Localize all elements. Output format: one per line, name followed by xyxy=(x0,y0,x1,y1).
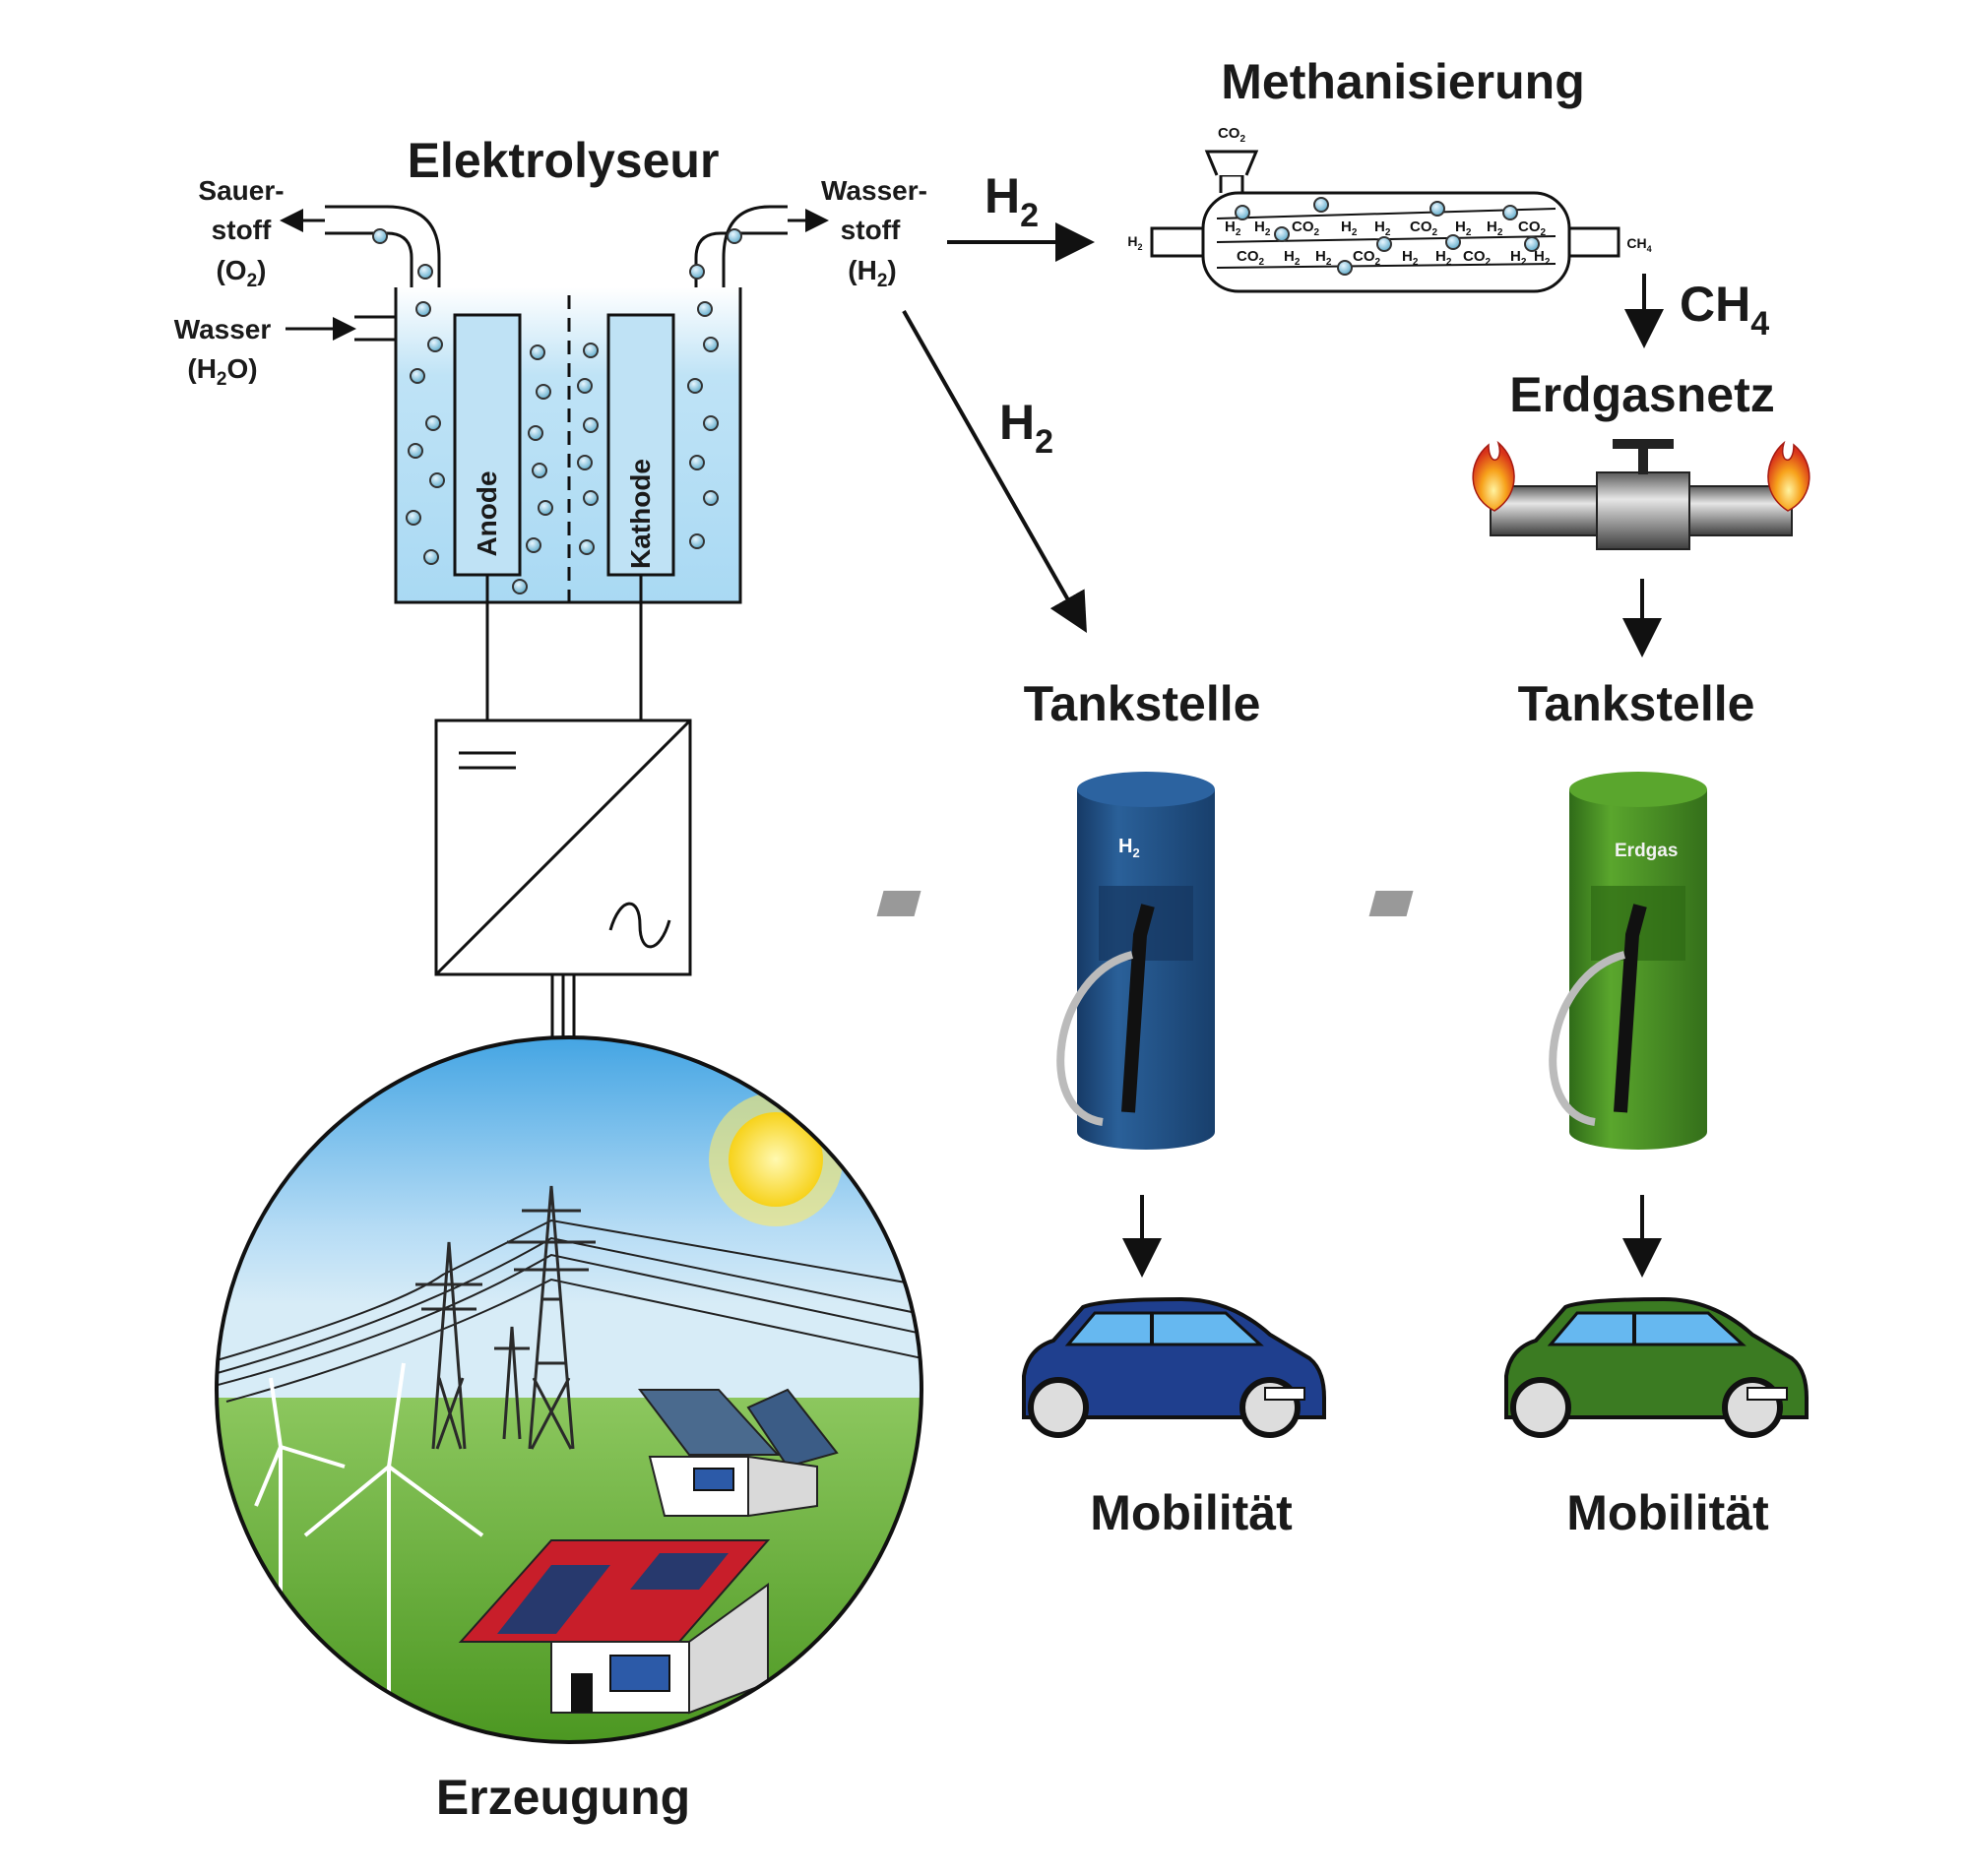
svg-text:H2: H2 xyxy=(1225,219,1241,238)
generation-scene xyxy=(215,1035,923,1744)
svg-text:CO2: CO2 xyxy=(1518,219,1547,238)
ch4-outlet-label: CH4 xyxy=(1626,235,1651,254)
hydrogen-output: Wasser- stoff (H2) xyxy=(788,175,927,291)
svg-text:H2: H2 xyxy=(1315,248,1332,268)
svg-text:H2: H2 xyxy=(1341,219,1358,238)
svg-text:CO2: CO2 xyxy=(1292,219,1320,238)
oxygen-output: Sauer- stoff (O2) xyxy=(198,175,325,291)
ch4-arrow-label: CH4 xyxy=(1680,277,1769,343)
methanation-title: Methanisierung xyxy=(1221,54,1584,109)
blue-car-icon xyxy=(1022,1296,1326,1438)
h2-mobility-label: Mobilität xyxy=(1090,1485,1293,1540)
water-formula: (H2O) xyxy=(187,353,257,390)
generation-title: Erzeugung xyxy=(436,1770,690,1825)
svg-text:H2: H2 xyxy=(1435,248,1452,268)
methanation-reactor: CO2 H2 CH4 H2 H2 CO2 H2 H2 CO2 H2 H2 CO2… xyxy=(1127,125,1652,293)
oxygen-formula: (O2) xyxy=(216,255,266,291)
natural-gas-pump-label: Erdgas xyxy=(1615,841,1678,861)
svg-text:CO2: CO2 xyxy=(1410,219,1438,238)
gas-grid-title: Erdgasnetz xyxy=(1509,367,1775,422)
svg-text:H2: H2 xyxy=(1402,248,1419,268)
hydrogen-pump-label: H2 xyxy=(1118,836,1140,860)
hydrogen-formula: (H2) xyxy=(848,255,896,291)
h2-to-methanation-arrow: H2 xyxy=(947,168,1095,262)
electrolyzer-tank xyxy=(325,205,788,604)
h2-diagonal-label: H2 xyxy=(999,395,1053,461)
svg-text:H2: H2 xyxy=(1534,248,1551,268)
sun-icon xyxy=(709,1093,843,1226)
svg-text:H2: H2 xyxy=(1487,219,1503,238)
anode: Anode xyxy=(453,313,522,577)
reactor-bubbles xyxy=(1235,197,1540,276)
inverter xyxy=(434,719,692,976)
svg-text:H2: H2 xyxy=(1254,219,1271,238)
co2-inlet-label: CO2 xyxy=(1218,125,1246,145)
oxygen-line2: stoff xyxy=(212,215,272,245)
gas-bubbles xyxy=(372,228,742,594)
h2-station-title: Tankstelle xyxy=(1024,676,1261,731)
hydrogen-pump-icon: H2 xyxy=(876,772,1215,1150)
water-line1: Wasser xyxy=(174,314,272,344)
h2-arrow-label: H2 xyxy=(984,168,1039,234)
hydrogen-line1: Wasser- xyxy=(821,175,927,206)
reactor-molecules: H2 H2 CO2 H2 H2 CO2 H2 H2 CO2 CO2 H2 H2 … xyxy=(1225,219,1551,268)
svg-text:CO2: CO2 xyxy=(1353,248,1381,268)
gas-pipe-valve-icon xyxy=(1472,439,1810,550)
h2-to-station-arrow: H2 xyxy=(902,310,1087,633)
svg-text:CO2: CO2 xyxy=(1463,248,1492,268)
natural-gas-pump-icon: Erdgas xyxy=(1368,772,1707,1150)
hydrogen-line2: stoff xyxy=(841,215,901,245)
svg-text:H2: H2 xyxy=(1510,248,1527,268)
anode-label: Anode xyxy=(472,470,502,556)
gas-mobility-label: Mobilität xyxy=(1566,1485,1769,1540)
svg-text:H2: H2 xyxy=(1374,219,1391,238)
oxygen-line1: Sauer- xyxy=(198,175,284,206)
svg-text:H2: H2 xyxy=(1455,219,1472,238)
svg-text:H2: H2 xyxy=(1284,248,1301,268)
water-input: Wasser (H2O) xyxy=(174,314,356,390)
cathode-label: Kathode xyxy=(625,459,656,569)
house-red-roof-icon xyxy=(458,1539,771,1715)
power-pylon xyxy=(415,1185,596,1450)
green-car-icon xyxy=(1504,1296,1809,1438)
power-lines xyxy=(217,1219,921,1403)
h2-inlet-label: H2 xyxy=(1127,233,1142,252)
svg-text:CO2: CO2 xyxy=(1237,248,1265,268)
cathode: Kathode xyxy=(606,313,675,577)
gas-station-title: Tankstelle xyxy=(1518,676,1755,731)
electrolyzer-title: Elektrolyseur xyxy=(408,133,720,188)
house-icon xyxy=(637,1388,839,1518)
ch4-arrow: CH4 xyxy=(1624,274,1769,348)
